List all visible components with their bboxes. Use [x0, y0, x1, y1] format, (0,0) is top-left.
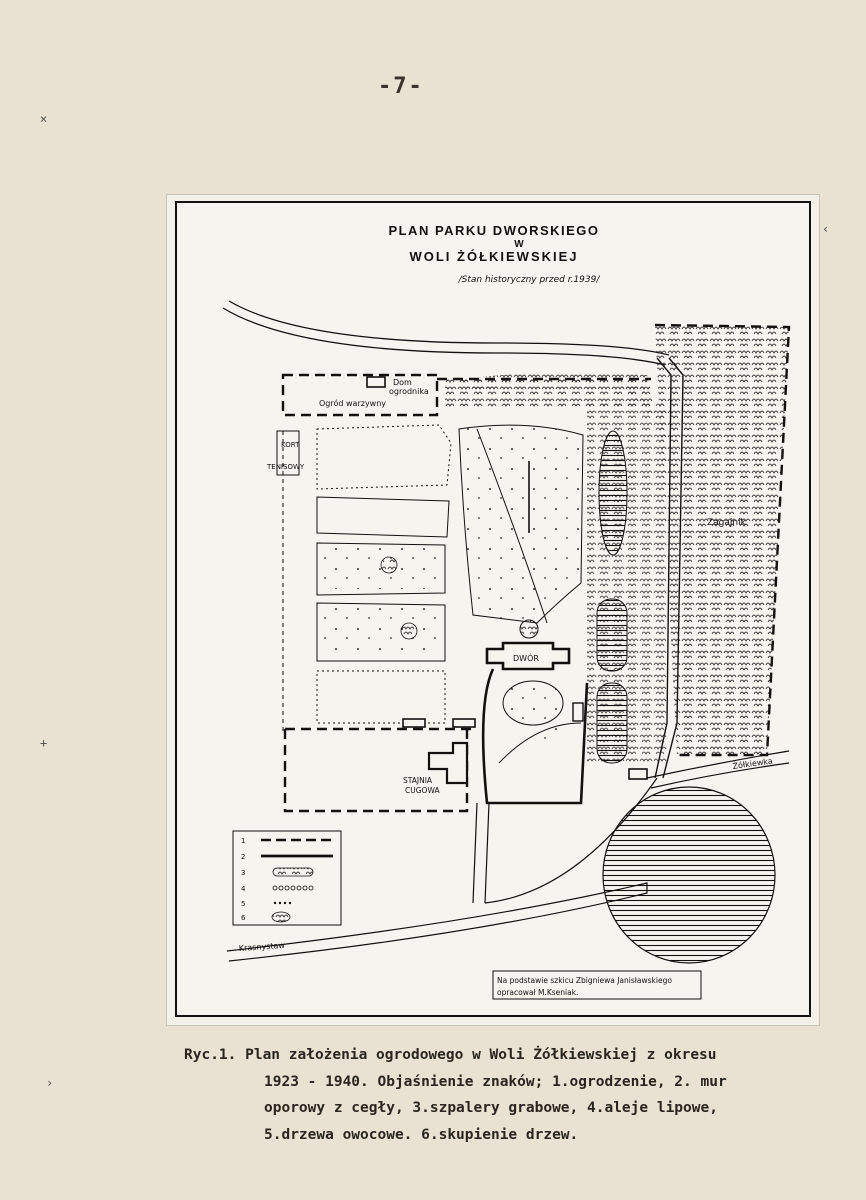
caption-line-2: 1923 - 1940. Objaśnienie znaków; 1.ogrod…	[264, 1073, 727, 1090]
map-title: PLAN PARKU DWORSKIEGO	[388, 223, 599, 238]
kort-label: KORT	[281, 441, 300, 449]
kort-label-2: TENISOWY	[266, 463, 305, 471]
legend-3: 3	[241, 869, 245, 877]
manor-lawn	[502, 680, 564, 726]
figure-caption: Ryc.1. Plan założenia ogrodowego w Woli …	[184, 1042, 844, 1148]
road-north-edge	[228, 300, 670, 356]
legend-5: 5	[241, 900, 245, 908]
stajnia-building	[427, 741, 469, 785]
tree-cluster	[380, 556, 398, 574]
credit-line-2: opracował M.Kseniak.	[497, 988, 578, 997]
retaining-wall	[481, 668, 589, 805]
pond-middle	[596, 598, 628, 672]
diagonal-path	[476, 428, 548, 624]
scan-mark: ‹	[822, 222, 830, 236]
legend-2: 2	[241, 853, 245, 861]
map-title-place: WOLI ŻÓŁKIEWSKIEJ	[409, 249, 578, 264]
pond-north	[598, 430, 628, 556]
small-building	[572, 702, 584, 722]
caption-line-1: Ryc.1. Plan założenia ogrodowego w Woli …	[184, 1047, 717, 1063]
legend-6: 6	[241, 914, 246, 922]
map-subtitle: /Stan historyczny przed r.1939/	[458, 275, 601, 285]
dom-ogrodnika-label: Dom	[393, 378, 412, 387]
gate-building	[402, 718, 426, 728]
gate-building	[628, 768, 648, 780]
legend-4: 4	[241, 885, 246, 893]
map-title-w: W	[514, 239, 524, 250]
caption-line-4: 5.drzewa owocowe. 6.skupienie drzew.	[264, 1126, 579, 1143]
gate-building	[452, 718, 476, 728]
credit-line-1: Na podstawie szkicu Zbigniewa Janisławsk…	[497, 976, 672, 985]
pond-south	[596, 682, 628, 764]
zagajnik-area	[654, 323, 791, 757]
scan-mark: ×	[40, 112, 48, 126]
tennis-court	[276, 430, 300, 476]
tree-cluster	[519, 619, 539, 639]
map-figure: PLAN PARKU DWORSKIEGO W WOLI ŻÓŁKIEWSKIE…	[166, 194, 820, 1026]
scan-mark: ›	[46, 1076, 54, 1090]
map-frame: PLAN PARKU DWORSKIEGO W WOLI ŻÓŁKIEWSKIE…	[175, 201, 811, 1017]
stajnia-label: STAJNIA	[403, 776, 433, 785]
legend-1: 1	[241, 837, 245, 845]
orchard-dots	[323, 547, 439, 657]
park-plan-map: PLAN PARKU DWORSKIEGO W WOLI ŻÓŁKIEWSKIE…	[222, 223, 791, 1000]
dom-ogrodnika-building	[366, 376, 386, 388]
credit-box	[492, 970, 702, 1000]
road-zolkiewka	[646, 750, 790, 789]
caption-line-3: oporowy z cegły, 3.szpalery grabowe, 4.a…	[264, 1100, 718, 1116]
central-lawn	[458, 424, 584, 624]
dom-ogrodnika-label-2: ogrodnika	[389, 387, 429, 396]
dwor-label: DWÓR	[513, 652, 539, 663]
zagajnik-label: Zagajnik	[707, 518, 747, 528]
map-legend: 1 2 3 4 5 6	[232, 830, 342, 926]
large-pond	[602, 786, 776, 964]
tree-cluster	[400, 622, 418, 640]
ogrod-warzywny-label: Ogród warzywny	[319, 398, 386, 408]
south-lawn	[498, 722, 582, 764]
dwor-building	[485, 641, 571, 671]
page-number: -7-	[378, 74, 424, 99]
approach-road	[472, 802, 490, 904]
garden-quarters	[316, 424, 452, 724]
fence-vegetable-garden	[281, 373, 439, 417]
krasnystaw-label: Krasnystaw	[239, 941, 286, 953]
road-north	[222, 307, 666, 366]
stajnia-label-2: CUGOWA	[405, 786, 440, 795]
scan-mark: +	[40, 736, 48, 750]
